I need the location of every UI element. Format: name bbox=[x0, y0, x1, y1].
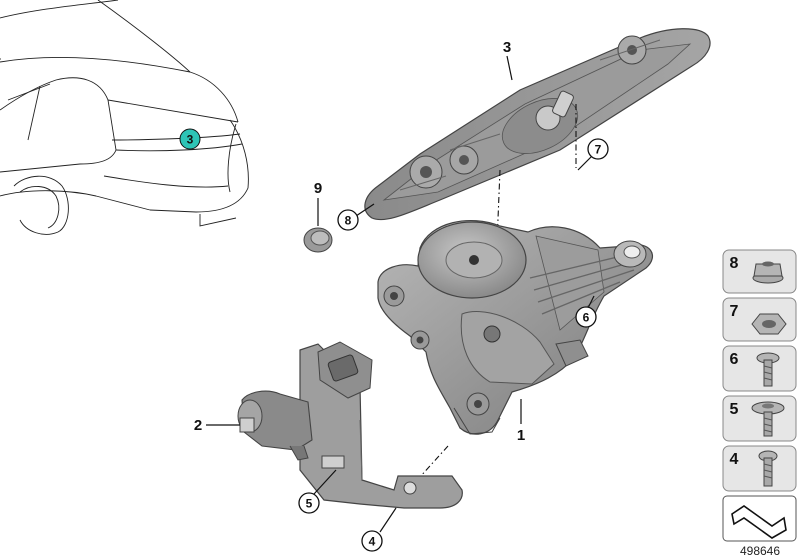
callout-3: 3 bbox=[503, 39, 511, 56]
legend-item-6[interactable]: 6 bbox=[722, 345, 797, 392]
legend-item-8[interactable]: 8 bbox=[722, 249, 797, 294]
bracket-part[interactable] bbox=[299, 341, 463, 509]
callout-4: 4 bbox=[369, 535, 376, 549]
callout-5-group[interactable]: 5 bbox=[298, 469, 337, 514]
callout-6-group[interactable]: 6 bbox=[575, 295, 597, 328]
callout-8: 8 bbox=[345, 214, 352, 228]
fastener-legend: 8 7 6 5 bbox=[722, 249, 797, 558]
legend-number: 5 bbox=[730, 401, 739, 418]
axis-lower bbox=[409, 445, 449, 489]
legend-item-5[interactable]: 5 bbox=[722, 395, 797, 442]
legend-number: 8 bbox=[730, 255, 739, 272]
callout-8-group[interactable]: 8 bbox=[337, 203, 375, 231]
motor-housing-part[interactable] bbox=[377, 220, 653, 435]
grommet-part[interactable] bbox=[303, 227, 333, 253]
legend-number: 4 bbox=[730, 451, 739, 468]
legend-number: 6 bbox=[730, 351, 739, 368]
vehicle-outline bbox=[0, 0, 249, 235]
legend-item-7[interactable]: 7 bbox=[722, 297, 797, 342]
car-marker-label: 3 bbox=[187, 133, 194, 147]
callout-9: 9 bbox=[314, 180, 322, 197]
legend-item-4[interactable]: 4 bbox=[722, 445, 797, 492]
callout-1: 1 bbox=[517, 427, 525, 444]
torx-screw-icon bbox=[756, 352, 780, 387]
arrow-bracket-icon bbox=[722, 495, 797, 542]
callout-2: 2 bbox=[194, 417, 202, 434]
document-number: 498646 bbox=[740, 544, 780, 558]
leader-3 bbox=[506, 55, 513, 81]
callout-7-group[interactable]: 7 bbox=[577, 138, 609, 171]
car-marker[interactable]: 3 bbox=[179, 128, 201, 150]
callout-6: 6 bbox=[583, 311, 590, 325]
wiper-cover-part[interactable] bbox=[364, 28, 711, 221]
legend-number: 7 bbox=[730, 303, 739, 320]
hex-nut-icon bbox=[751, 313, 787, 335]
callout-7: 7 bbox=[595, 143, 602, 157]
callout-4-group[interactable]: 4 bbox=[361, 507, 397, 552]
bolt-icon bbox=[758, 450, 778, 487]
actuator-part[interactable] bbox=[237, 390, 313, 461]
washer-screw-icon bbox=[751, 401, 785, 437]
callout-5: 5 bbox=[306, 497, 313, 511]
flange-nut-icon bbox=[752, 261, 784, 284]
